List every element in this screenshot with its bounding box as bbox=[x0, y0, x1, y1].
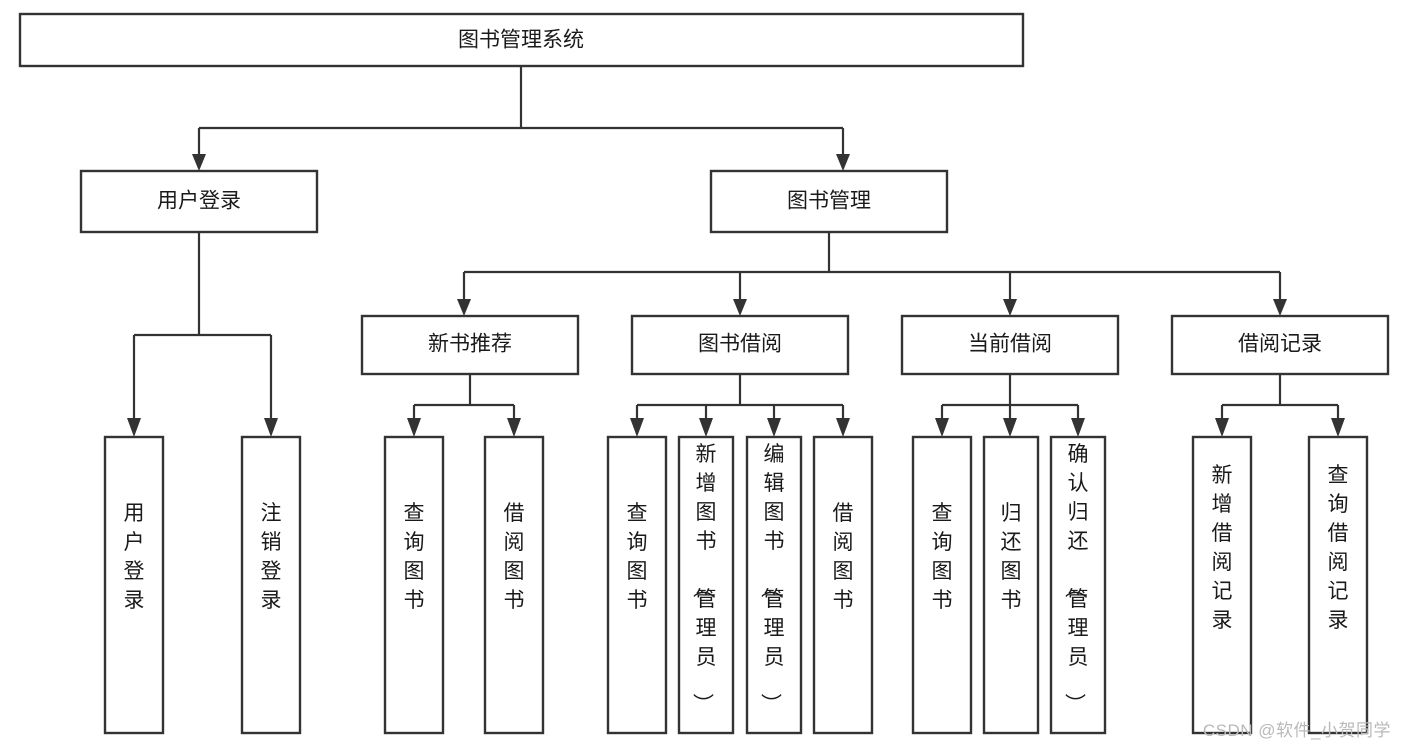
leaf-label: 归还图书 bbox=[1001, 502, 1022, 612]
arrow-record-leaf-2 bbox=[1331, 418, 1345, 437]
leaf-label: 借阅图书 bbox=[504, 502, 525, 612]
leaf-label: 查询图书 bbox=[627, 502, 648, 612]
leaf-book-borrow-3[interactable]: 编辑图书（管理员） bbox=[745, 435, 803, 735]
leaf-new-book-2[interactable]: 借阅图书 bbox=[483, 435, 545, 735]
arrow-borrow-leaf-4 bbox=[836, 418, 850, 437]
node-root[interactable]: 图书管理系统 bbox=[18, 12, 1025, 68]
leaf-label: 借阅图书 bbox=[833, 502, 854, 612]
leaf-label: 查询图书 bbox=[404, 502, 425, 612]
leaf-borrow-record-1[interactable]: 新增借阅记录 bbox=[1191, 435, 1253, 735]
node-user-login-box[interactable] bbox=[79, 169, 319, 234]
leaf-layer: 用户登录 注销登录 查询图书 借阅图书 查询图书 新增图书 bbox=[103, 435, 1369, 735]
arrow-to-book-borrow bbox=[733, 299, 747, 316]
arrow-borrow-leaf-1 bbox=[630, 418, 644, 437]
leaf-label: 新增借阅记录 bbox=[1212, 464, 1233, 632]
node-book-manage-label: 图书管理 bbox=[787, 190, 871, 213]
node-current-borrow-box[interactable] bbox=[900, 314, 1120, 376]
leaf-box[interactable] bbox=[1049, 435, 1107, 735]
node-book-borrow-box[interactable] bbox=[630, 314, 850, 376]
node-root-box[interactable] bbox=[18, 12, 1025, 68]
arrow-newbook-leaf-2 bbox=[507, 418, 521, 437]
leaf-label: 确认归还（管理员） bbox=[1063, 443, 1089, 714]
leaf-box[interactable] bbox=[1191, 435, 1253, 735]
node-book-manage[interactable]: 图书管理 bbox=[709, 169, 949, 234]
csdn-watermark: CSDN @软件_小贺同学 bbox=[1202, 721, 1391, 740]
node-borrow-record-label: 借阅记录 bbox=[1238, 333, 1322, 356]
leaf-current-borrow-3[interactable]: 确认归还（管理员） bbox=[1049, 435, 1107, 735]
leaf-box[interactable] bbox=[240, 435, 302, 735]
leaf-label: 新增图书（管理员） bbox=[691, 443, 717, 714]
leaf-book-borrow-1[interactable]: 查询图书 bbox=[606, 435, 668, 735]
node-book-manage-box[interactable] bbox=[709, 169, 949, 234]
arrow-borrow-leaf-3 bbox=[767, 418, 781, 437]
leaf-user-login-2[interactable]: 注销登录 bbox=[240, 435, 302, 735]
leaf-current-borrow-2[interactable]: 归还图书 bbox=[982, 435, 1040, 735]
arrow-to-borrow-record bbox=[1273, 299, 1287, 316]
arrow-current-leaf-1 bbox=[935, 418, 949, 437]
arrow-newbook-leaf-1 bbox=[407, 418, 421, 437]
leaf-box[interactable] bbox=[483, 435, 545, 735]
connector-layer bbox=[127, 66, 1345, 437]
node-book-borrow-label: 图书借阅 bbox=[698, 333, 782, 356]
leaf-box[interactable] bbox=[677, 435, 735, 735]
node-user-login[interactable]: 用户登录 bbox=[79, 169, 319, 234]
node-new-book-box[interactable] bbox=[360, 314, 580, 376]
leaf-borrow-record-2[interactable]: 查询借阅记录 bbox=[1307, 435, 1369, 735]
leaf-book-borrow-2[interactable]: 新增图书（管理员） bbox=[677, 435, 735, 735]
leaf-box[interactable] bbox=[982, 435, 1040, 735]
leaf-new-book-1[interactable]: 查询图书 bbox=[383, 435, 445, 735]
node-user-login-label: 用户登录 bbox=[157, 190, 241, 213]
leaf-current-borrow-1[interactable]: 查询图书 bbox=[911, 435, 973, 735]
leaf-label: 注销登录 bbox=[261, 502, 282, 612]
arrow-current-leaf-3 bbox=[1071, 418, 1085, 437]
leaf-box[interactable] bbox=[745, 435, 803, 735]
arrow-user-leaf-2 bbox=[264, 418, 278, 437]
leaf-box[interactable] bbox=[1307, 435, 1369, 735]
node-new-book-label: 新书推荐 bbox=[428, 333, 512, 356]
arrow-to-book-manage bbox=[836, 154, 850, 171]
leaf-book-borrow-4[interactable]: 借阅图书 bbox=[812, 435, 874, 735]
arrow-record-leaf-1 bbox=[1215, 418, 1229, 437]
leaf-box[interactable] bbox=[383, 435, 445, 735]
arrow-to-user-login bbox=[192, 154, 206, 171]
node-book-borrow[interactable]: 图书借阅 bbox=[630, 314, 850, 376]
node-borrow-record-box[interactable] bbox=[1170, 314, 1390, 376]
leaf-user-login-1[interactable]: 用户登录 bbox=[103, 435, 165, 735]
node-new-book[interactable]: 新书推荐 bbox=[360, 314, 580, 376]
leaf-box[interactable] bbox=[606, 435, 668, 735]
arrow-current-leaf-2 bbox=[1003, 418, 1017, 437]
leaf-label: 查询借阅记录 bbox=[1328, 464, 1349, 632]
node-current-borrow[interactable]: 当前借阅 bbox=[900, 314, 1120, 376]
leaf-label: 查询图书 bbox=[932, 502, 953, 612]
arrow-to-current-borrow bbox=[1003, 299, 1017, 316]
arrow-user-leaf-1 bbox=[127, 418, 141, 437]
arrow-to-new-book bbox=[457, 299, 471, 316]
node-borrow-record[interactable]: 借阅记录 bbox=[1170, 314, 1390, 376]
leaf-box[interactable] bbox=[812, 435, 874, 735]
leaf-label: 用户登录 bbox=[124, 502, 145, 612]
leaf-label: 编辑图书（管理员） bbox=[759, 443, 785, 714]
arrow-borrow-leaf-2 bbox=[699, 418, 713, 437]
leaf-box[interactable] bbox=[911, 435, 973, 735]
leaf-box[interactable] bbox=[103, 435, 165, 735]
node-root-label: 图书管理系统 bbox=[458, 29, 584, 52]
node-current-borrow-label: 当前借阅 bbox=[968, 333, 1052, 356]
